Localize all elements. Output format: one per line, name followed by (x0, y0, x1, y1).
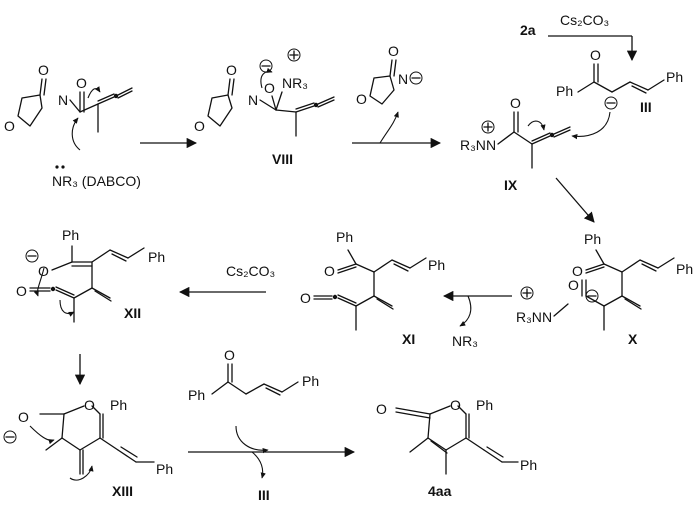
ketone-O: O (572, 263, 583, 279)
product-4aa: O Ph O Ph 4aa (376, 397, 537, 499)
arrow-deprotonation: Cs₂CO₃ (178, 263, 275, 298)
acylammonium-NR3: R₃N (516, 309, 542, 325)
acylammonium-N: N (542, 309, 552, 325)
phenyl-group: Ph (302, 373, 319, 389)
ring-O: O (356, 91, 367, 107)
carbonyl-O: O (226, 62, 237, 78)
enolate-formation: 2a Cs₂CO₃ (520, 12, 638, 62)
ketone-O: O (324, 263, 335, 279)
phenyl-group: Ph (476, 397, 493, 413)
phenyl-group: Ph (148, 249, 165, 265)
acyl-O: O (510, 95, 521, 111)
intermediate-III: Ph O Ph III (556, 47, 683, 140)
ketene-O: O (300, 290, 311, 306)
arrow-proton-transfer: Ph O Ph III (188, 347, 356, 503)
intermediate-IX: R₃N N O IX (460, 95, 571, 193)
carbonyl-O: O (388, 43, 399, 59)
ammonium-NR3: NR₃ (282, 75, 308, 91)
label-2a: 2a (520, 22, 536, 38)
label-4aa: 4aa (428, 483, 452, 499)
phenyl-group: Ph (584, 231, 601, 247)
ketene-O: O (16, 283, 27, 299)
alkoxide-O: O (264, 80, 275, 96)
oxazolidinone-N-anion: N (398, 71, 408, 87)
ring-O: O (450, 397, 461, 413)
acyl-O: O (568, 277, 579, 293)
base-cs2co3-mid: Cs₂CO₃ (226, 263, 275, 279)
arrow-release-oxazolidinone: O O N (352, 43, 442, 149)
phenyl-group: Ph (520, 457, 537, 473)
intermediate-X: Ph O Ph O R₃N N X (516, 231, 693, 347)
intermediate-XII: Ph O Ph O XII (16, 227, 165, 323)
released-NR3: NR₃ (452, 333, 478, 349)
acyl-O: O (76, 75, 87, 91)
phenyl-group: Ph (62, 227, 79, 243)
label-XI: XI (402, 331, 415, 347)
start-allenamide: O O N O NR₃ (DABCO) (4, 62, 141, 189)
phenyl-group: Ph (110, 397, 127, 413)
intermediate-VIII: O O N O NR₃ VIII (194, 48, 335, 167)
intermediate-XI: Ph O Ph O XI (300, 229, 445, 347)
phenyl-group: Ph (428, 257, 445, 273)
ring-O: O (194, 118, 205, 134)
base-cs2co3-top: Cs₂CO₃ (560, 12, 609, 28)
ring-O: O (4, 118, 15, 134)
label-III-released: III (258, 487, 270, 503)
acylammonium-NR3: R₃N (460, 137, 486, 153)
ring-O: O (84, 397, 95, 413)
label-XIII: XIII (112, 483, 133, 499)
label-VIII: VIII (272, 151, 293, 167)
phenyl-group: Ph (676, 261, 693, 277)
phenyl-group: Ph (556, 83, 573, 99)
phenyl-group: Ph (666, 69, 683, 85)
carbonyl-O: O (38, 62, 49, 78)
label-IX: IX (504, 177, 518, 193)
oxazolidinone-N: N (58, 92, 68, 108)
acylammonium-N: N (486, 137, 496, 153)
lactone-carbonyl-O: O (18, 409, 29, 425)
arrow-michael-addition (555, 177, 595, 223)
lactone-carbonyl-O: O (376, 401, 387, 417)
arrow-elimination: NR₃ (442, 290, 512, 349)
ketone-O: O (590, 47, 601, 63)
label-X: X (628, 331, 638, 347)
ketone-O: O (224, 347, 235, 363)
label-III: III (640, 99, 652, 115)
phenyl-group: Ph (156, 461, 173, 477)
phenyl-group: Ph (188, 387, 205, 403)
label-XII: XII (124, 305, 141, 321)
dabco-catalyst-label: NR₃ (DABCO) (52, 173, 141, 189)
oxazolidinone-N: N (248, 92, 258, 108)
intermediate-XIII: O Ph O Ph XIII (3, 397, 173, 499)
phenyl-group: Ph (336, 229, 353, 245)
